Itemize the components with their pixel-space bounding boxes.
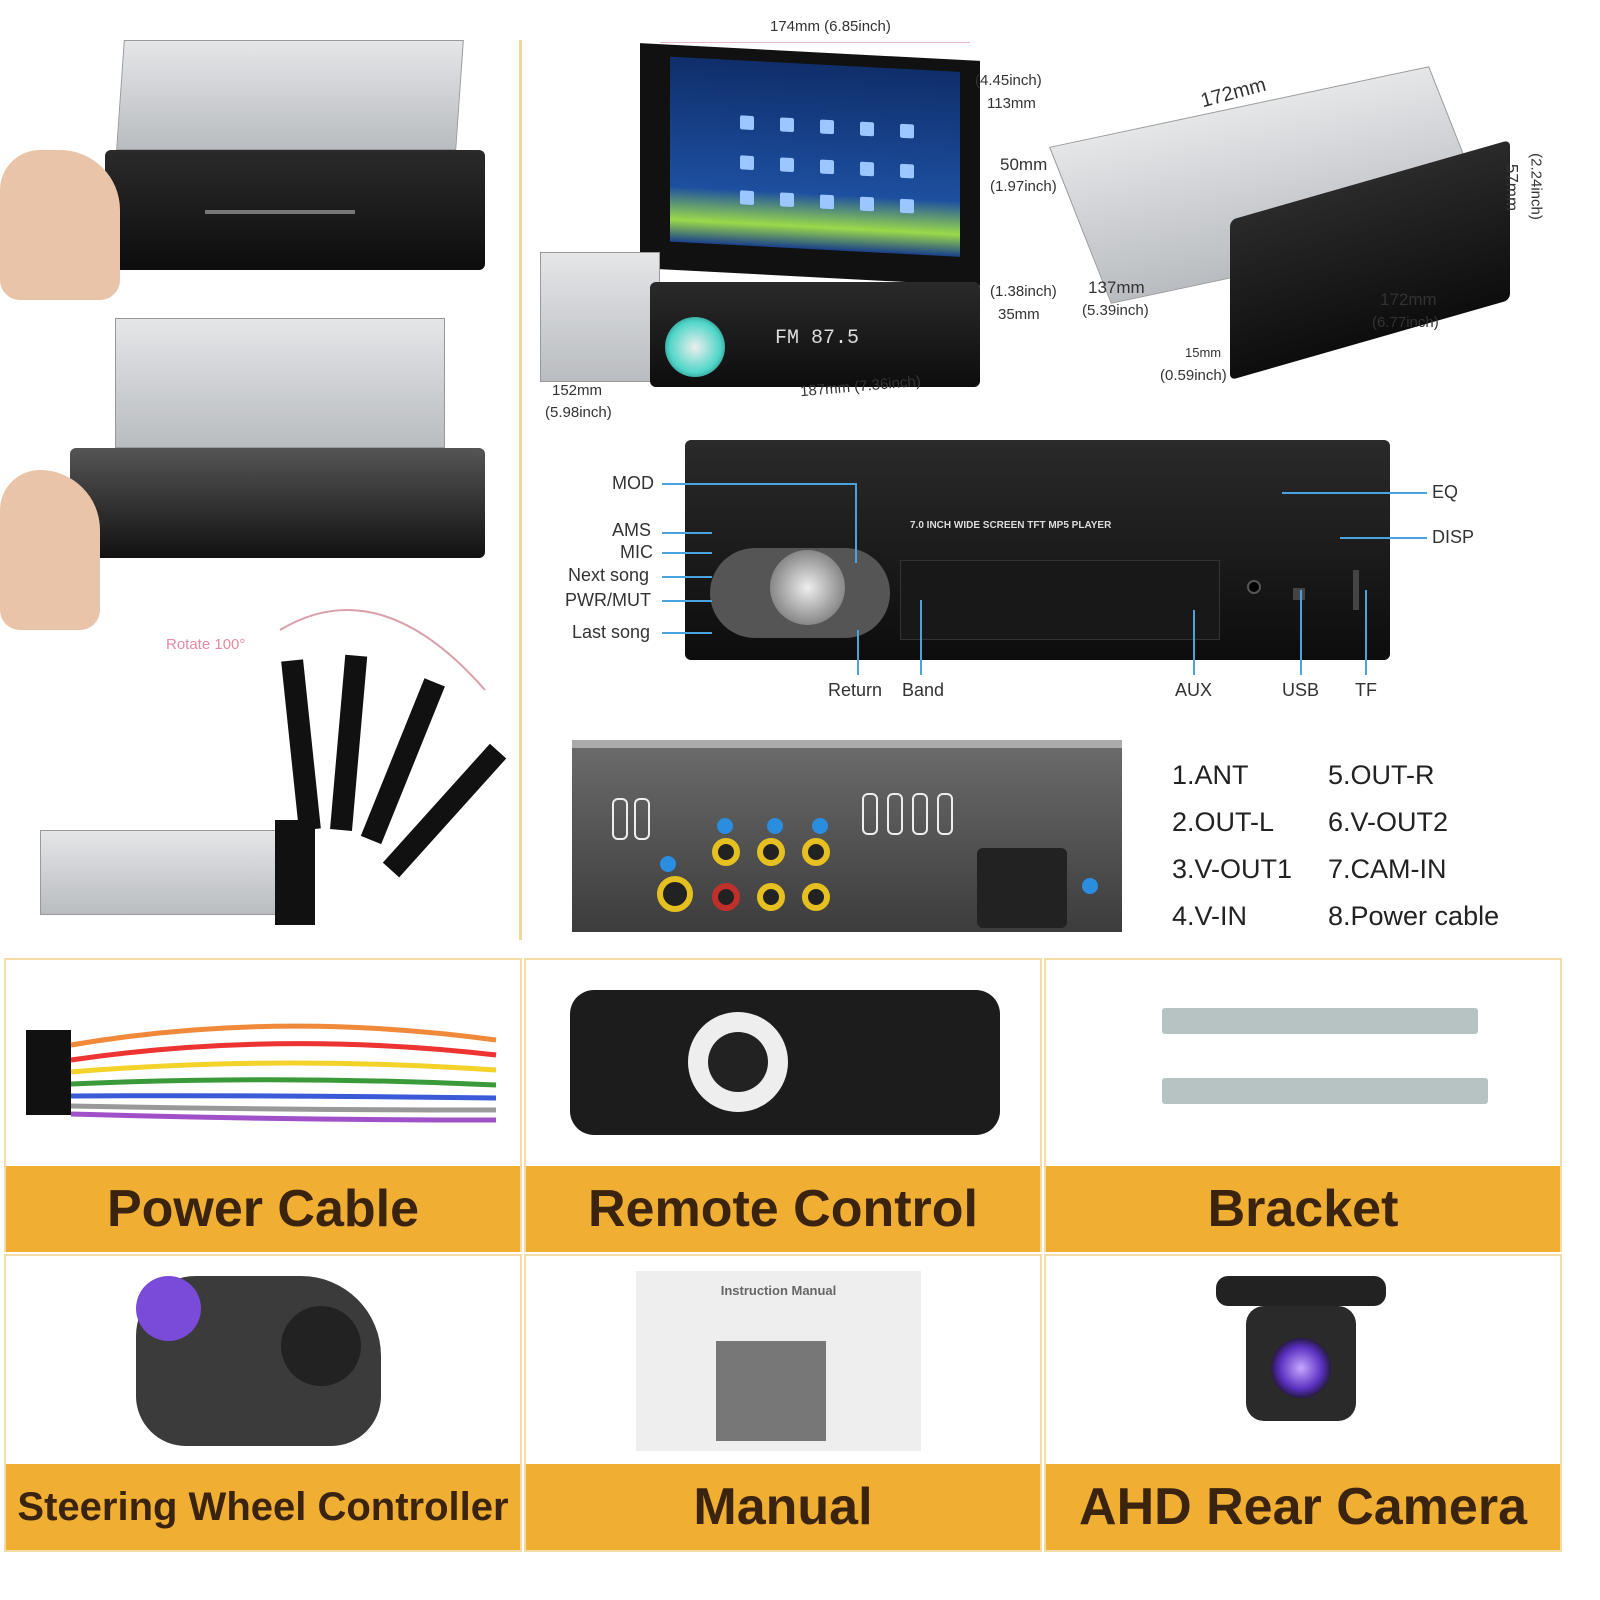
accessory-remote-control: Remote Control: [524, 958, 1042, 1252]
port-7: 7.CAM-IN: [1328, 854, 1447, 884]
dim-body-height-in: (1.97inch): [990, 178, 1057, 195]
dim-face-thickness-in: (0.59inch): [1160, 367, 1227, 384]
bracket-icon: [1162, 1008, 1478, 1034]
power-connector: [977, 848, 1067, 928]
hand-icon: [0, 470, 100, 630]
port-5: 5.OUT-R: [1328, 760, 1435, 790]
steering-wheel-controller-icon: [136, 1276, 381, 1446]
dim-face-height-mm: 35mm: [998, 306, 1040, 323]
label-power-cable: Power Cable: [6, 1166, 520, 1252]
rear-camera-icon: [1216, 1276, 1386, 1426]
hand-icon: [0, 150, 120, 300]
touch-screen: [670, 56, 960, 257]
label-last-song: Last song: [572, 622, 651, 642]
remote-control-icon: [570, 990, 1000, 1135]
aux-port: [1247, 580, 1261, 594]
label-eq: EQ: [1432, 482, 1459, 502]
usb-port: [1293, 588, 1305, 600]
label-mod: MOD: [612, 473, 654, 493]
dim-box-depth-in: (5.39inch): [1082, 302, 1149, 319]
dim-face-height-in: (1.38inch): [990, 283, 1057, 300]
label-return: Return: [828, 680, 883, 700]
port-4: 4.V-IN: [1172, 901, 1248, 931]
label-next-song: Next song: [568, 565, 650, 585]
label-mic: MIC: [620, 542, 653, 562]
dim-face-thickness-mm: 15mm: [1185, 345, 1222, 360]
accessory-power-cable: Power Cable: [4, 958, 522, 1252]
dim-depth-in: (5.98inch): [545, 404, 612, 421]
label-disp: DISP: [1432, 527, 1475, 547]
port-3: 3.V-OUT1: [1172, 854, 1293, 884]
label-ams: AMS: [612, 520, 652, 540]
dim-box-front-mm: 172mm: [1380, 290, 1437, 309]
label-remote-control: Remote Control: [526, 1166, 1040, 1252]
dim-box-depth-mm: 137mm: [1088, 278, 1145, 297]
label-tf: TF: [1355, 680, 1377, 700]
radio-display: FM 87.5: [775, 327, 860, 350]
accessory-bracket: Bracket: [1044, 958, 1562, 1252]
dim-box-height-in: (2.24inch): [1527, 153, 1545, 220]
power-cable-icon: [26, 1023, 497, 1123]
label-aux: AUX: [1175, 680, 1213, 700]
port-6: 6.V-OUT2: [1328, 807, 1449, 837]
dim-top-width: 174mm (6.85inch): [770, 18, 891, 35]
accessory-rear-camera: AHD Rear Camera: [1044, 1254, 1562, 1552]
unit-photo-closed: [95, 40, 485, 275]
rotate-label: Rotate 100°: [166, 636, 246, 653]
dim-depth-mm: 152mm: [552, 382, 603, 399]
unit-photo-open: [70, 318, 485, 563]
label-bracket: Bracket: [1046, 1166, 1560, 1252]
dim-box-height-mm: 57mm: [1502, 163, 1522, 212]
bracket-icon: [1162, 1078, 1488, 1104]
label-usb: USB: [1282, 680, 1320, 700]
manual-icon: Instruction Manual: [636, 1271, 921, 1451]
unit-photo-side-rotating: [40, 640, 507, 930]
label-rear-camera: AHD Rear Camera: [1046, 1464, 1560, 1550]
panel-text: 7.0 INCH WIDE SCREEN TFT MP5 PLAYER: [910, 520, 1112, 531]
tf-slot: [1353, 570, 1359, 610]
manual-title: Instruction Manual: [720, 1283, 837, 1298]
dim-screen-height-mm: 113mm: [987, 95, 1036, 112]
port-2: 2.OUT-L: [1172, 807, 1275, 837]
rotate-arrow-icon: [279, 609, 486, 691]
divider-line: [519, 40, 522, 940]
accessory-manual: Instruction Manual Manual: [524, 1254, 1042, 1552]
label-manual: Manual: [526, 1464, 1040, 1550]
label-band: Band: [902, 680, 945, 700]
unit-photo-screen-open: FM 87.5: [540, 43, 980, 397]
accessory-steering-wheel-controller: Steering Wheel Controller: [4, 1254, 522, 1552]
dim-body-height-mm: 50mm: [1000, 155, 1048, 174]
label-steering-wheel-controller: Steering Wheel Controller: [6, 1464, 520, 1550]
lcd-display: [900, 560, 1220, 640]
dim-box-front-in: (6.77inch): [1372, 314, 1439, 331]
dim-screen-height-in: (4.45inch): [975, 72, 1042, 89]
port-8: 8.Power cable: [1328, 901, 1500, 931]
front-panel: 7.0 INCH WIDE SCREEN TFT MP5 PLAYER: [685, 440, 1390, 660]
port-1: 1.ANT: [1172, 760, 1249, 790]
label-pwr-mut: PWR/MUT: [565, 590, 651, 610]
rear-panel: [572, 740, 1122, 932]
